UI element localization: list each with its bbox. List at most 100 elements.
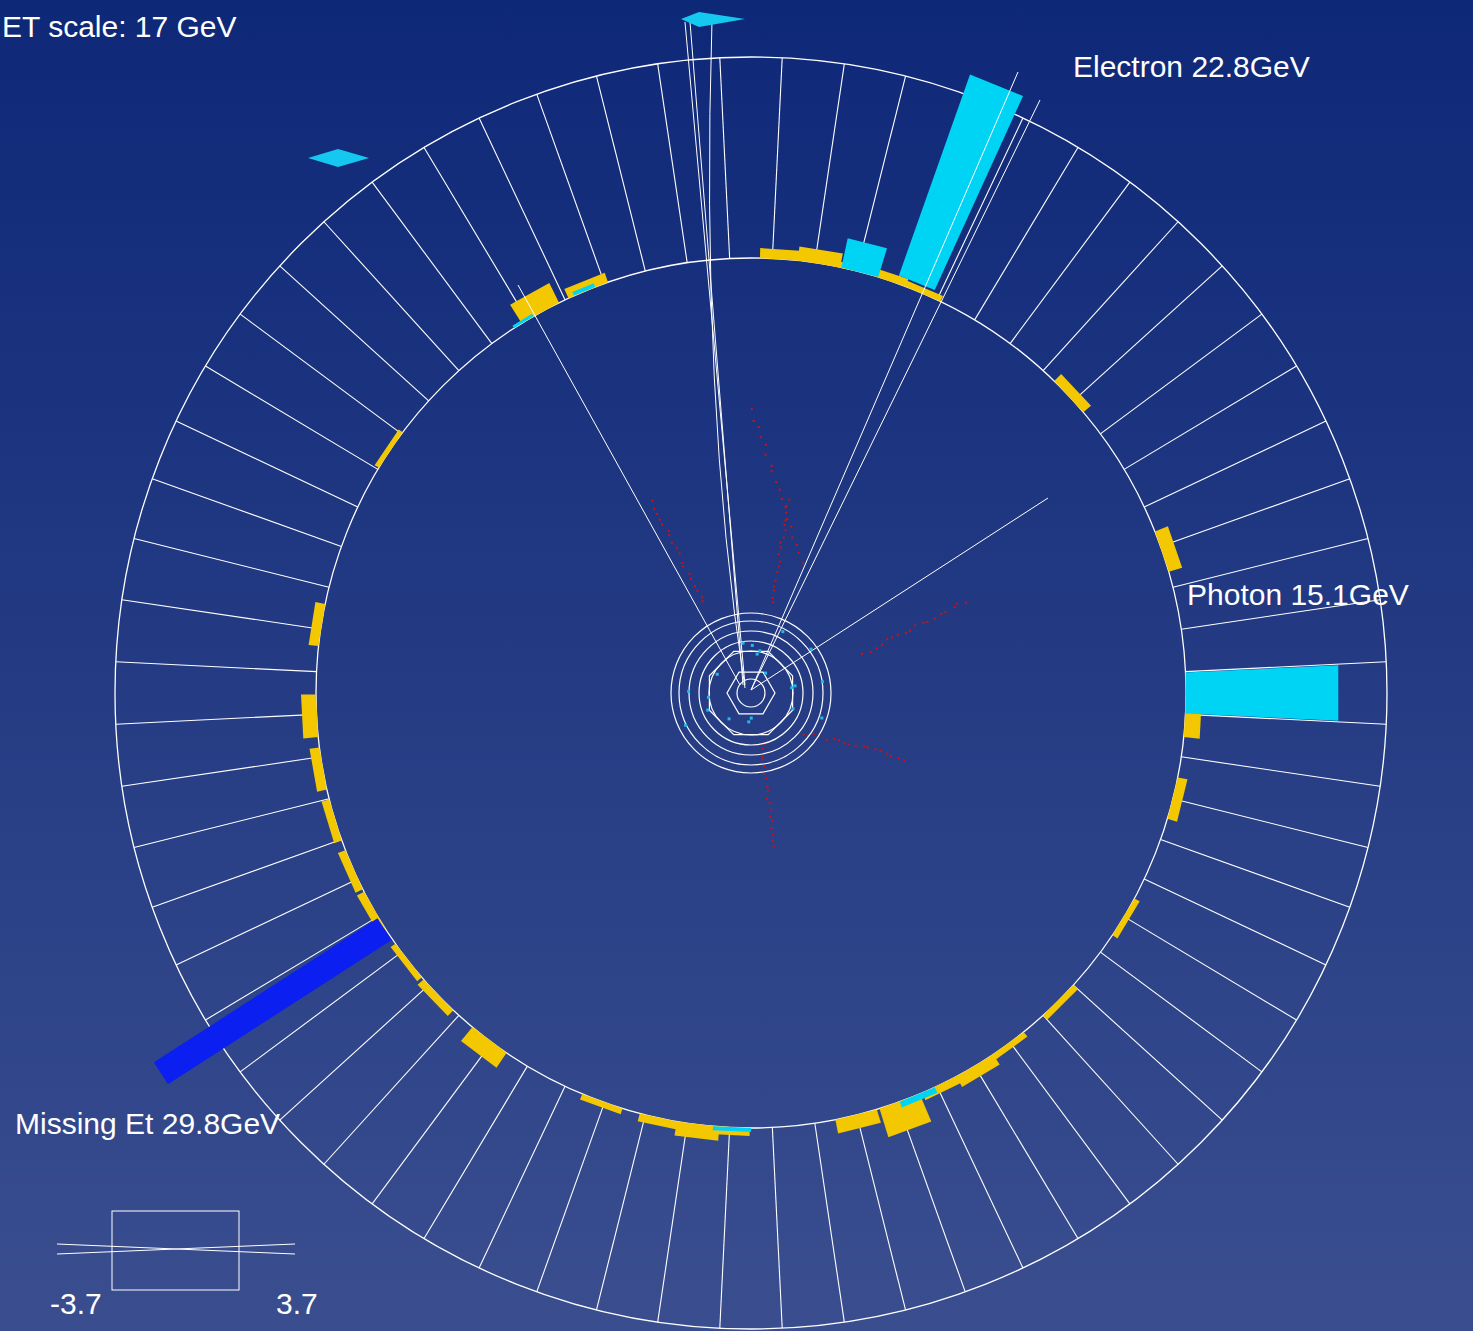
missing-et-bar (161, 929, 385, 1073)
hit (694, 585, 696, 587)
tower-boundary (720, 58, 730, 259)
hit (797, 552, 799, 554)
hit (728, 717, 731, 720)
electron-tower (899, 75, 1023, 290)
tower-boundary (772, 58, 782, 259)
hit (747, 720, 750, 723)
hit (697, 590, 699, 592)
tower-boundary (815, 1123, 844, 1322)
tower-boundary (975, 147, 1078, 319)
track (518, 285, 740, 685)
hit (779, 489, 781, 491)
hit (783, 524, 785, 526)
hit (756, 653, 759, 656)
hit (796, 544, 798, 546)
tower-boundary (537, 1103, 605, 1292)
hit (820, 717, 823, 720)
hit (656, 513, 658, 515)
hit (881, 644, 883, 646)
hit (867, 747, 869, 749)
hit (863, 746, 865, 748)
hit (790, 686, 793, 689)
hit (861, 653, 863, 655)
hit (890, 756, 892, 758)
hit (668, 530, 670, 532)
em-deposit (713, 1126, 751, 1132)
hit (689, 573, 691, 575)
hit (803, 733, 805, 735)
hit (690, 578, 692, 580)
hit (934, 617, 936, 619)
hit (848, 743, 850, 745)
hit (671, 542, 673, 544)
forward-deposit (681, 12, 745, 27)
hit (758, 426, 760, 428)
tower-boundary (1173, 799, 1368, 848)
tower-boundary (857, 1115, 906, 1310)
hit (767, 790, 769, 792)
hadronic-deposit (375, 429, 403, 467)
hit (926, 621, 928, 623)
hit (772, 840, 774, 842)
hit (785, 529, 787, 531)
hadronic-deposit (461, 1027, 507, 1068)
track (751, 100, 1040, 690)
tower-boundary (479, 1086, 565, 1268)
hit (781, 498, 783, 500)
hit (701, 596, 703, 598)
hit (765, 444, 767, 446)
inner-detector-layer (709, 651, 793, 735)
tower-boundary (898, 1103, 966, 1292)
hit (684, 724, 687, 727)
tower-boundary (1100, 952, 1261, 1072)
hit (764, 454, 766, 456)
tower-boundary (424, 1066, 527, 1238)
hit (833, 738, 835, 740)
hit (751, 644, 754, 647)
hit (965, 602, 967, 604)
tower-boundary (772, 1127, 782, 1328)
inner-detector-layer (699, 641, 803, 745)
tower-boundary (152, 840, 341, 908)
hit (802, 562, 804, 564)
hadronic-deposit (1167, 777, 1187, 821)
tower-boundary (857, 76, 906, 271)
tower-boundary (658, 1123, 687, 1322)
tower-boundary (424, 147, 527, 319)
hit (922, 622, 924, 624)
tower-boundary (1073, 985, 1222, 1120)
hit (855, 745, 857, 747)
hit (956, 603, 958, 605)
photon-label: Photon 15.1GeV (1187, 578, 1409, 611)
hit (773, 589, 775, 591)
hit (874, 748, 876, 750)
tower-boundary (134, 799, 329, 848)
hit (869, 651, 871, 653)
hit (898, 757, 900, 759)
eta-line (57, 1244, 295, 1254)
silicon-layer (709, 651, 792, 734)
hit (750, 717, 753, 720)
tower-boundary (596, 76, 645, 271)
hit (687, 690, 690, 693)
hit (821, 680, 824, 683)
hit (791, 707, 794, 710)
em-deposit (900, 1087, 938, 1107)
hit (954, 606, 956, 608)
hit (772, 601, 774, 603)
hit (780, 546, 782, 548)
hadronic-deposit (322, 800, 342, 844)
hadronic-deposit (989, 1032, 1027, 1062)
tower-boundary (596, 1115, 645, 1310)
tower-boundary (937, 1086, 1023, 1268)
hit (751, 408, 753, 410)
hit (651, 500, 653, 502)
hadronic-deposit (510, 283, 559, 323)
hit (659, 519, 661, 521)
silicon-layer (727, 672, 775, 714)
hit (886, 638, 888, 640)
em-deposit (572, 283, 595, 295)
tower-boundary (372, 1042, 492, 1203)
tower-boundary (1010, 182, 1130, 343)
tower-boundary (1161, 840, 1350, 908)
